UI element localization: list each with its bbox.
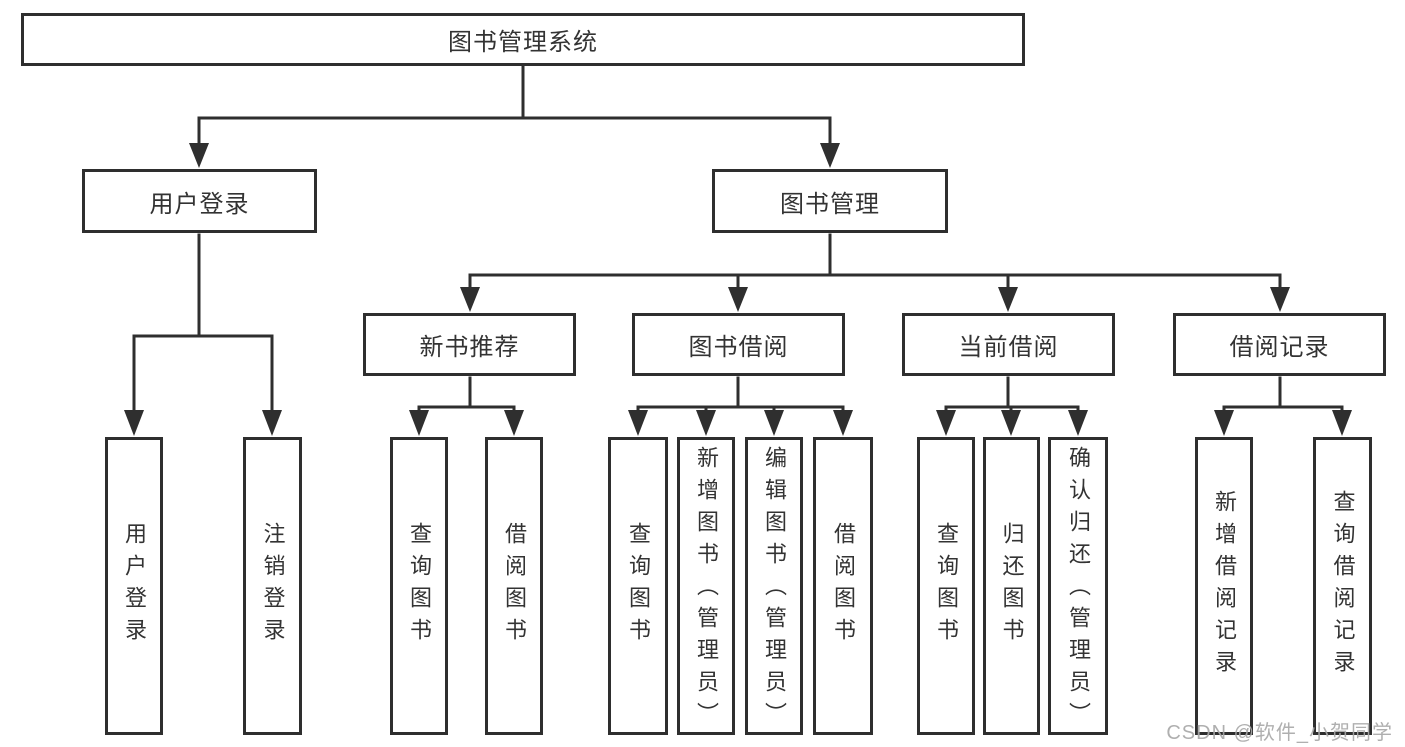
leaf-borrowing-borrow-books: 借阅图书 — [813, 437, 873, 735]
leaf-records-query-borrow-record: 查询借阅记录 — [1313, 437, 1372, 735]
leaf-borrowing-query-books: 查询图书 — [608, 437, 668, 735]
leaf-logout: 注销登录 — [243, 437, 302, 735]
node-user-login: 用户登录 — [82, 169, 317, 233]
node-book-management: 图书管理 — [712, 169, 948, 233]
leaf-newbooks-query-books: 查询图书 — [390, 437, 448, 735]
leaf-newbooks-borrow-books: 借阅图书 — [485, 437, 543, 735]
leaf-records-add-borrow-record: 新增借阅记录 — [1195, 437, 1253, 735]
node-book-borrowing: 图书借阅 — [632, 313, 845, 376]
leaf-current-return-books: 归还图书 — [983, 437, 1040, 735]
leaf-user-login: 用户登录 — [105, 437, 163, 735]
leaf-current-query-books: 查询图书 — [917, 437, 975, 735]
node-new-book-recommendation: 新书推荐 — [363, 313, 576, 376]
node-library-management-system: 图书管理系统 — [21, 13, 1025, 66]
leaf-borrowing-edit-books-admin: 编辑图书（管理员） — [745, 437, 803, 735]
leaf-borrowing-add-books-admin: 新增图书（管理员） — [677, 437, 735, 735]
leaf-current-confirm-return-admin: 确认归还（管理员） — [1048, 437, 1108, 735]
csdn-watermark: CSDN @软件_小贺同学 — [1166, 722, 1393, 744]
node-borrowing-records: 借阅记录 — [1173, 313, 1386, 376]
node-current-borrowing: 当前借阅 — [902, 313, 1115, 376]
